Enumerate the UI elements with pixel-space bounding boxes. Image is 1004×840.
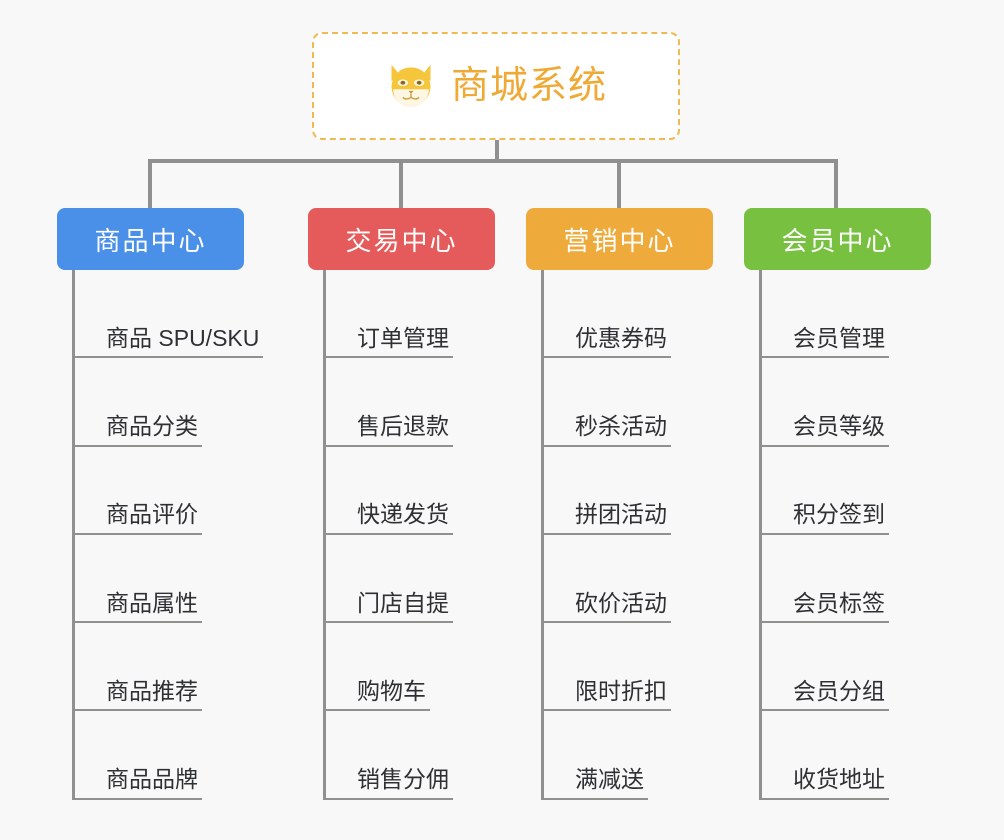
leaf-item[interactable]: 限时折扣 xyxy=(541,623,761,712)
trunk-line-0 xyxy=(72,270,75,800)
leaf-item[interactable]: 商品属性 xyxy=(72,535,292,624)
leaf-item[interactable]: 商品评价 xyxy=(72,447,292,535)
connector-root-vertical xyxy=(495,140,499,162)
category-label-1: 交易中心 xyxy=(345,225,458,256)
leaf-item[interactable]: 商品品牌 xyxy=(72,711,292,800)
leaf-item-label: 会员管理 xyxy=(759,325,889,359)
leaf-item-label: 限时折扣 xyxy=(541,678,671,712)
leaf-item[interactable]: 拼团活动 xyxy=(541,447,761,535)
leaf-item[interactable]: 门店自提 xyxy=(323,535,543,624)
leaf-list-3: 会员管理会员等级积分签到会员标签会员分组收货地址 xyxy=(759,270,979,800)
root-node[interactable]: 商城系统 xyxy=(312,32,680,140)
leaf-item-label: 订单管理 xyxy=(323,325,453,359)
trunk-line-3 xyxy=(759,270,762,800)
leaf-item[interactable]: 订单管理 xyxy=(323,270,543,359)
leaf-item[interactable]: 积分签到 xyxy=(759,447,979,535)
leaf-item-label: 商品品牌 xyxy=(72,766,202,800)
leaf-item[interactable]: 会员分组 xyxy=(759,623,979,712)
column-0: 商品中心 xyxy=(57,208,307,270)
leaf-item[interactable]: 快递发货 xyxy=(323,447,543,535)
column-3: 会员中心 xyxy=(744,208,962,270)
leaf-item[interactable]: 商品 SPU/SKU xyxy=(72,270,292,359)
connector-to-column-1 xyxy=(399,159,403,209)
leaf-item[interactable]: 会员管理 xyxy=(759,270,979,359)
trunk-line-1 xyxy=(323,270,326,800)
leaf-item[interactable]: 商品推荐 xyxy=(72,623,292,712)
leaf-item-label: 快递发货 xyxy=(323,501,453,535)
category-box-3[interactable]: 会员中心 xyxy=(744,208,931,270)
leaf-item[interactable]: 满减送 xyxy=(541,711,761,800)
leaf-item[interactable]: 砍价活动 xyxy=(541,535,761,624)
leaf-item-label: 商品分类 xyxy=(72,413,202,447)
leaf-list-0: 商品 SPU/SKU 商品分类商品评价商品属性商品推荐商品品牌 xyxy=(72,270,292,800)
leaf-item[interactable]: 会员标签 xyxy=(759,535,979,624)
leaf-item[interactable]: 商品分类 xyxy=(72,358,292,447)
leaf-item-label: 砍价活动 xyxy=(541,590,671,624)
leaf-item-label: 商品属性 xyxy=(72,590,202,624)
leaf-item-label: 积分签到 xyxy=(759,501,889,535)
category-box-2[interactable]: 营销中心 xyxy=(526,208,713,270)
leaf-item-label: 商品 SPU/SKU xyxy=(72,325,264,359)
leaf-item-label: 商品推荐 xyxy=(72,678,202,712)
leaf-item-label: 购物车 xyxy=(323,678,430,712)
leaf-list-2: 优惠券码秒杀活动拼团活动砍价活动限时折扣满减送 xyxy=(541,270,761,800)
category-label-3: 会员中心 xyxy=(781,225,894,256)
root-title: 商城系统 xyxy=(450,65,607,107)
leaf-item-label: 商品评价 xyxy=(72,501,202,535)
leaf-item[interactable]: 收货地址 xyxy=(759,711,979,800)
category-box-0[interactable]: 商品中心 xyxy=(57,208,244,270)
leaf-item[interactable]: 销售分佣 xyxy=(323,711,543,800)
leaf-item-label: 秒杀活动 xyxy=(541,413,671,447)
leaf-item-label: 销售分佣 xyxy=(323,766,453,800)
leaf-item-label: 满减送 xyxy=(541,766,648,800)
category-label-0: 商品中心 xyxy=(94,225,207,256)
leaf-item-label: 门店自提 xyxy=(323,590,453,624)
shiba-dog-icon xyxy=(391,64,431,108)
leaf-item-label: 会员分组 xyxy=(759,678,889,712)
leaf-item-label: 会员标签 xyxy=(759,590,889,624)
connector-to-column-3 xyxy=(834,159,838,209)
leaf-item[interactable]: 会员等级 xyxy=(759,358,979,447)
column-1: 交易中心 xyxy=(308,208,526,270)
category-label-2: 营销中心 xyxy=(563,225,676,256)
connector-to-column-2 xyxy=(617,159,621,209)
connector-horizontal-bus xyxy=(148,159,838,163)
leaf-list-1: 订单管理售后退款快递发货门店自提购物车销售分佣 xyxy=(323,270,543,800)
leaf-item[interactable]: 购物车 xyxy=(323,623,543,712)
leaf-item-label: 优惠券码 xyxy=(541,325,671,359)
trunk-line-2 xyxy=(541,270,544,800)
category-box-1[interactable]: 交易中心 xyxy=(308,208,495,270)
leaf-item-label: 收货地址 xyxy=(759,766,889,800)
leaf-item[interactable]: 秒杀活动 xyxy=(541,358,761,447)
connector-to-column-0 xyxy=(148,159,152,209)
leaf-item[interactable]: 售后退款 xyxy=(323,358,543,447)
leaf-item-label: 会员等级 xyxy=(759,413,889,447)
leaf-item-label: 拼团活动 xyxy=(541,501,671,535)
column-2: 营销中心 xyxy=(526,208,744,270)
leaf-item[interactable]: 优惠券码 xyxy=(541,270,761,359)
leaf-item-label: 售后退款 xyxy=(323,413,453,447)
